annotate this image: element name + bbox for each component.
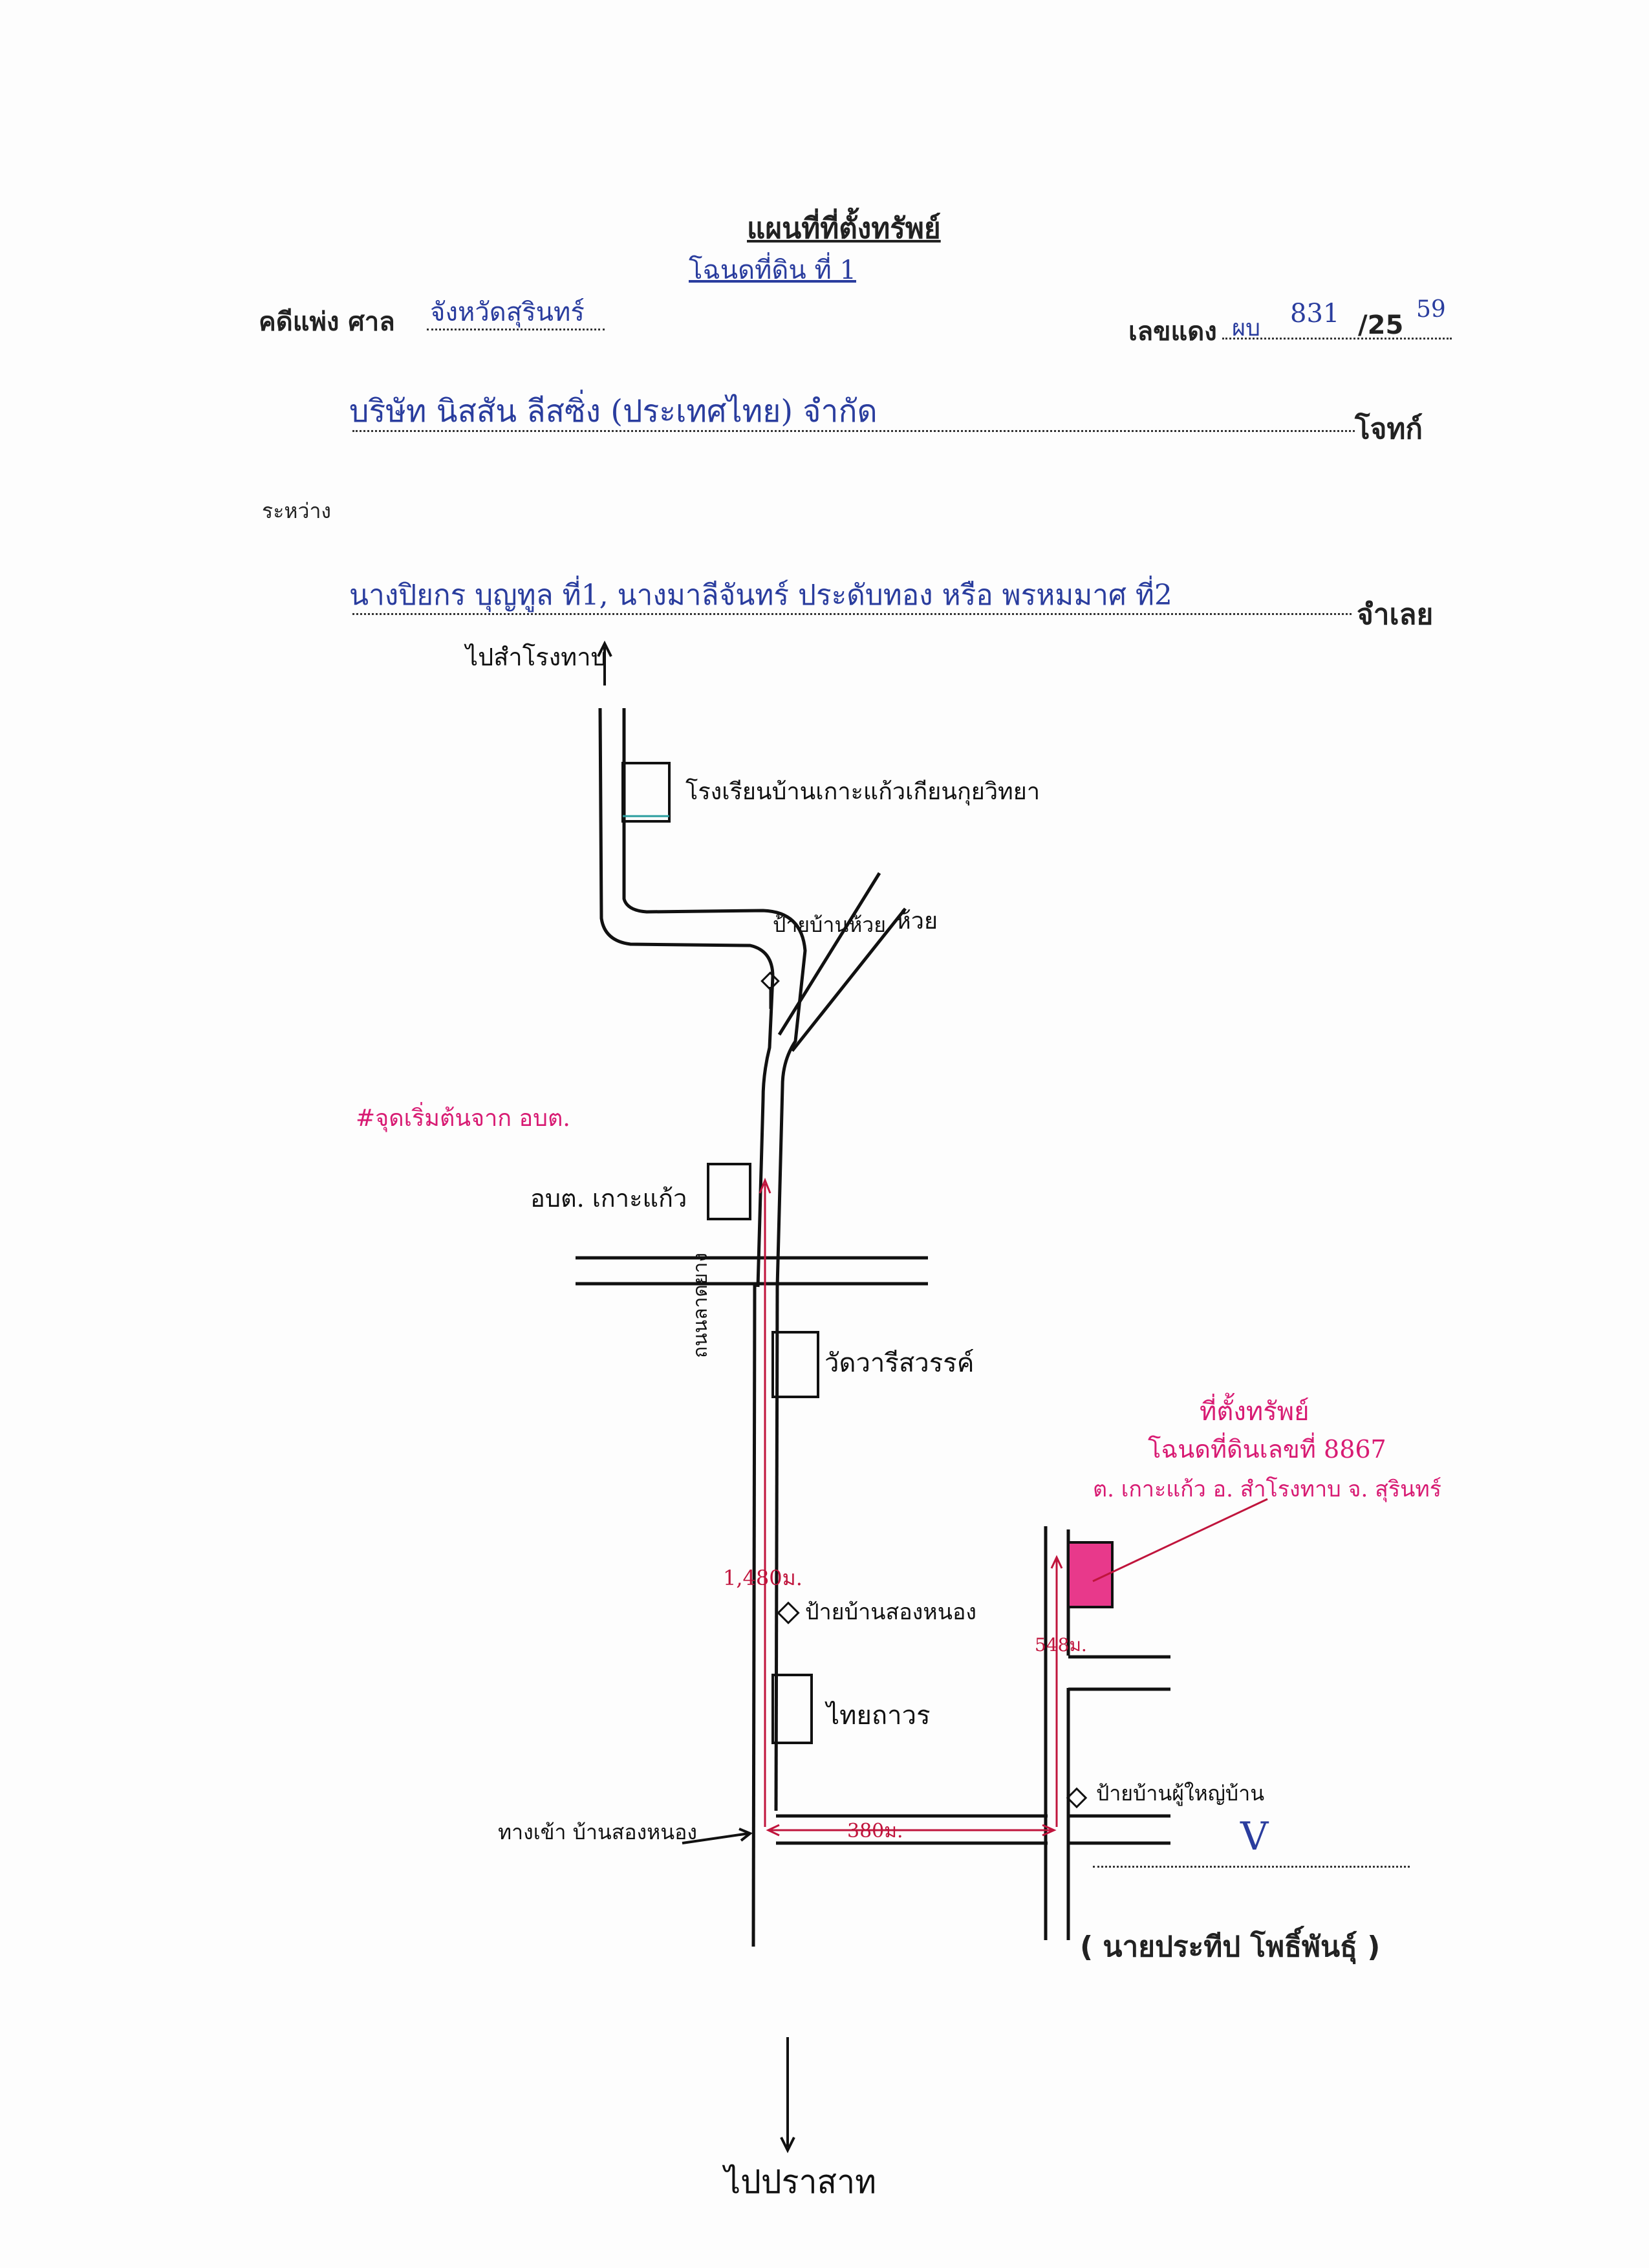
- sign-head-marker: [1066, 1787, 1088, 1809]
- sign-huai-marker: [760, 971, 780, 991]
- defendant-names: นางปิยกร บุญทูล ที่1, นางมาลีจันทร์ ประด…: [349, 579, 1172, 612]
- wat-label: วัดวารีสวรรค์: [824, 1348, 975, 1378]
- thaiyanon-label: ไทยถาวร: [826, 1701, 931, 1731]
- property-deed: โฉนดที่ดินเลขที่ 8867: [1148, 1435, 1386, 1463]
- red-number-value: 831: [1290, 299, 1340, 329]
- sign-head-label: ป้ายบ้านผู้ใหญ่บ้าน: [1096, 1781, 1265, 1806]
- sign-song-label: ป้ายบ้านสองหนอง: [805, 1599, 976, 1625]
- page-title: แผนที่ที่ตั้งทรัพย์: [747, 212, 941, 245]
- case-label: คดีแพ่ง ศาล: [259, 307, 395, 337]
- signature-mark: V: [1240, 1814, 1269, 1859]
- to-top-label: ไปสำโรงทาบ: [466, 643, 607, 671]
- between-label: ระหว่าง: [262, 499, 332, 523]
- wat-building: [771, 1331, 819, 1398]
- plaintiff-label: โจทก์: [1355, 413, 1423, 446]
- sign-song-marker: [777, 1601, 800, 1625]
- property-leader-line: [1092, 1498, 1268, 1582]
- entrance-label: ทางเข้า บ้านสองหนอง: [498, 1820, 697, 1844]
- main-road: [576, 707, 1170, 1947]
- plaintiff-name: บริษัท นิสสัน ลีสซิ่ง (ประเทศไทย) จำกัด: [349, 393, 878, 429]
- signer-name: ( นายประทีป โพธิ์พันธุ์ ): [1080, 1930, 1381, 1963]
- distance-548: 548ม.: [1035, 1634, 1087, 1656]
- obt-label: อบต. เกาะแก้ว: [530, 1184, 687, 1213]
- court-dotline: [427, 329, 605, 330]
- court-name: จังหวัดสุรินทร์: [430, 297, 585, 327]
- school-label: โรงเรียนบ้านเกาะแก้วเกียนกุยวิทยา: [685, 779, 1040, 805]
- thaiyanon-building: [771, 1674, 813, 1744]
- road-vertical-label: ถนนลาดยาง: [689, 1253, 712, 1358]
- school-building: [621, 762, 671, 823]
- start-note: #จุดเริ่มต้นจาก อบต.: [356, 1105, 570, 1132]
- deed-reference: โฉนดที่ดิน ที่ 1: [689, 255, 856, 285]
- obt-building: [707, 1163, 751, 1220]
- north-arrow: [597, 640, 612, 686]
- red-number-prefix: ผบ: [1232, 315, 1260, 341]
- property-title: ที่ตั้งทรัพย์: [1200, 1397, 1310, 1427]
- south-arrow: [780, 2037, 795, 2154]
- defendant-dotline: [352, 613, 1352, 615]
- property-location: ต. เกาะแก้ว อ. สำโรงทาบ จ. สุรินทร์: [1093, 1476, 1442, 1502]
- signature-dotline: [1093, 1866, 1410, 1868]
- distance-1480: 1,480ม.: [723, 1566, 803, 1590]
- plaintiff-dotline: [352, 430, 1355, 432]
- red-number-year-prefix: /25: [1358, 310, 1404, 340]
- defendant-label: จำเลย: [1357, 598, 1434, 631]
- sign-huai-label: ป้ายบ้านห้วย: [773, 913, 886, 937]
- to-bottom-label: ไปปราสาท: [724, 2163, 877, 2201]
- red-number-year: 59: [1416, 296, 1446, 323]
- route-lines: [759, 1177, 1063, 1837]
- entrance-arrow: [682, 1828, 753, 1844]
- red-number-dotline: [1222, 338, 1452, 340]
- red-number-label: เลขแดง: [1128, 317, 1217, 347]
- huai-label: ห้วย: [896, 908, 938, 934]
- distance-380: 380ม.: [847, 1820, 903, 1842]
